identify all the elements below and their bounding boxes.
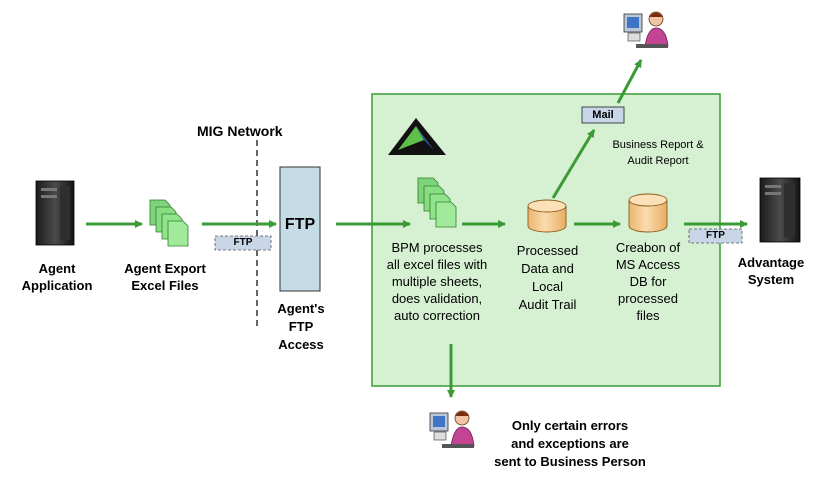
arrow-mail-to-person — [616, 59, 643, 104]
creation-label: Creabon of MS Access DB for processed fi… — [615, 240, 681, 323]
ftp-tag-right-label: FTP — [706, 230, 725, 241]
bpm-processes-label: BPM processes all excel files with multi… — [386, 240, 488, 323]
bpm-logo-icon — [388, 118, 446, 155]
agent-application-label: Agent Application — [21, 261, 93, 293]
ftp-box — [279, 166, 321, 292]
excel-files-icon — [149, 199, 189, 247]
ftp-tag-left — [214, 235, 272, 251]
business-person-icon — [623, 11, 669, 48]
processed-data-label: Processed Data and Local Audit Trail — [516, 243, 579, 312]
errors-note-label: Only certain errors and exceptions are s… — [494, 418, 646, 469]
mail-tag — [581, 106, 625, 124]
business-report-label: Business Report & Audit Report — [612, 139, 704, 167]
mail-tag-label: Mail — [592, 109, 614, 121]
arrow-processed-to-mail — [551, 129, 596, 199]
ftp-tag-right — [688, 228, 743, 244]
ftp-box-label: FTP — [284, 216, 316, 233]
ms-access-cylinder — [628, 193, 668, 233]
advantage-system-label: Advantage System — [737, 255, 805, 287]
agent-server-icon — [35, 180, 75, 246]
bpm-excel-files-icon — [417, 177, 457, 228]
business-person-bottom-icon — [429, 410, 475, 448]
processed-data-cylinder — [527, 199, 567, 233]
agent-ftp-access-label: Agent's FTP Access — [277, 301, 325, 352]
agent-export-label: Agent Export Excel Files — [124, 261, 206, 293]
mig-network-label: MIG Network — [197, 123, 283, 139]
advantage-server-icon — [759, 177, 801, 243]
ftp-tag-left-label: FTP — [233, 237, 253, 248]
